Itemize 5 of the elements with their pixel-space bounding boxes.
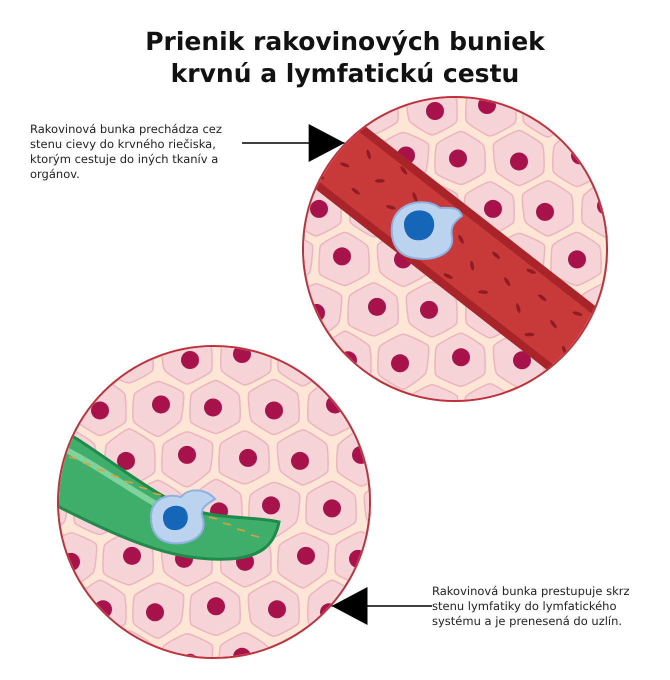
arrow (332, 587, 432, 625)
arrow (242, 124, 345, 162)
description-text: Rakovinová bunka prestupuje skrz stenu lymfatiky do lymfatického systému a je prenesená do uzlín. (432, 584, 631, 629)
description-text: Rakovinová bunka prechádza cez stenu cievy do krvného riečiska, ktorým cestuje do iných tkanív a orgánov. (30, 122, 223, 182)
title: Prienik rakovinových buniek krvnú a lymfatickú cestu (144, 26, 546, 90)
